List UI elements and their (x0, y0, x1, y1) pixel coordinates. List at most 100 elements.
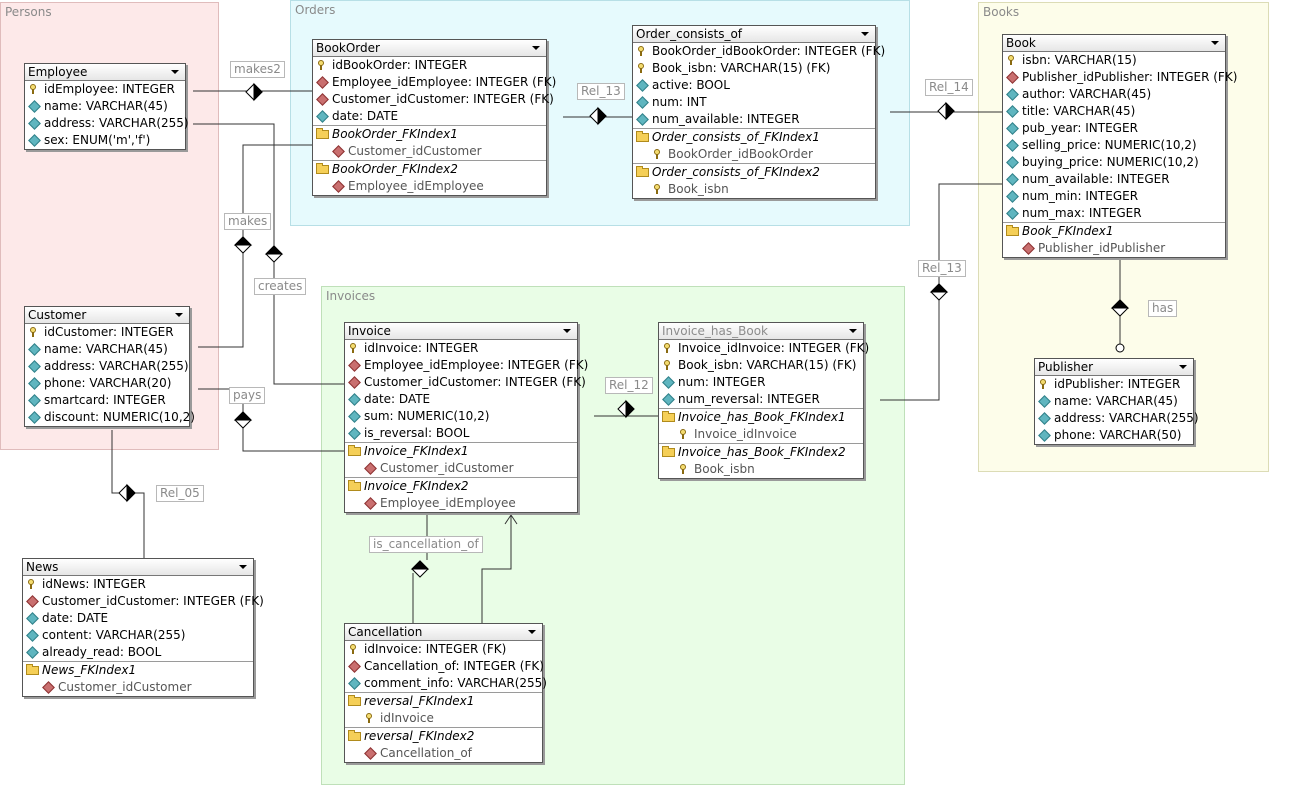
index-column-row[interactable]: Publisher_idPublisher (1003, 240, 1225, 257)
table-header[interactable]: Book (1003, 35, 1225, 52)
column-row[interactable]: sum: NUMERIC(10,2) (345, 408, 577, 425)
column-row[interactable]: idInvoice: INTEGER (345, 340, 577, 357)
column-row[interactable]: num: INTEGER (659, 374, 863, 391)
chevron-down-icon[interactable] (1179, 365, 1187, 369)
column-row[interactable]: author: VARCHAR(45) (1003, 86, 1225, 103)
index-row[interactable]: reversal_FKIndex1 (345, 692, 542, 710)
table-header[interactable]: Invoice_has_Book (659, 323, 863, 340)
index-column-row[interactable]: Customer_idCustomer (23, 679, 253, 696)
index-row[interactable]: Order_consists_of_FKIndex1 (633, 128, 875, 146)
column-row[interactable]: idBookOrder: INTEGER (313, 57, 546, 74)
column-row[interactable]: phone: VARCHAR(20) (25, 375, 189, 392)
column-row[interactable]: Customer_idCustomer: INTEGER (FK) (313, 91, 554, 108)
index-row[interactable]: Order_consists_of_FKIndex2 (633, 163, 875, 181)
column-row[interactable]: phone: VARCHAR(50) (1035, 427, 1193, 444)
column-row[interactable]: num_available: INTEGER (633, 111, 875, 128)
column-row[interactable]: num_min: INTEGER (1003, 188, 1225, 205)
index-row[interactable]: Invoice_has_Book_FKIndex2 (659, 443, 863, 461)
index-row[interactable]: BookOrder_FKIndex1 (313, 125, 546, 143)
index-row[interactable]: reversal_FKIndex2 (345, 727, 542, 745)
index-row[interactable]: Invoice_FKIndex1 (345, 442, 577, 460)
index-column-row[interactable]: Cancellation_of (345, 745, 542, 762)
index-column-row[interactable]: Book_isbn (633, 181, 875, 198)
table-header[interactable]: Publisher (1035, 359, 1193, 376)
table-header[interactable]: BookOrder (313, 40, 546, 57)
column-row[interactable]: Book_isbn: VARCHAR(15) (FK) (633, 60, 875, 77)
table-header[interactable]: Cancellation (345, 624, 542, 641)
column-row[interactable]: idNews: INTEGER (23, 576, 253, 593)
column-row[interactable]: idInvoice: INTEGER (FK) (345, 641, 542, 658)
column-row[interactable]: discount: NUMERIC(10,2) (25, 409, 195, 426)
column-row[interactable]: BookOrder_idBookOrder: INTEGER (FK) (633, 43, 885, 60)
column-row[interactable]: idPublisher: INTEGER (1035, 376, 1193, 393)
chevron-down-icon[interactable] (528, 630, 536, 634)
column-row[interactable]: pub_year: INTEGER (1003, 120, 1225, 137)
column-row[interactable]: Customer_idCustomer: INTEGER (FK) (23, 593, 264, 610)
column-row[interactable]: Publisher_idPublisher: INTEGER (FK) (1003, 69, 1237, 86)
column-row[interactable]: Customer_idCustomer: INTEGER (FK) (345, 374, 586, 391)
column-row[interactable]: num_available: INTEGER (1003, 171, 1225, 188)
column-row[interactable]: name: VARCHAR(45) (1035, 393, 1193, 410)
chevron-down-icon[interactable] (1211, 41, 1219, 45)
column-row[interactable]: date: DATE (23, 610, 253, 627)
column-row[interactable]: active: BOOL (633, 77, 875, 94)
column-row[interactable]: content: VARCHAR(255) (23, 627, 253, 644)
chevron-down-icon[interactable] (175, 313, 183, 317)
column-row[interactable]: idEmployee: INTEGER (25, 81, 185, 98)
table-header[interactable]: Order_consists_of (633, 26, 875, 43)
column-row[interactable]: name: VARCHAR(45) (25, 341, 189, 358)
column-row[interactable]: address: VARCHAR(255) (1035, 410, 1199, 427)
table-header[interactable]: Invoice (345, 323, 577, 340)
index-column-row[interactable]: BookOrder_idBookOrder (633, 146, 875, 163)
index-column-row[interactable]: Employee_idEmployee (313, 178, 546, 195)
column-row[interactable]: buying_price: NUMERIC(10,2) (1003, 154, 1225, 171)
index-row[interactable]: News_FKIndex1 (23, 661, 253, 679)
column-row[interactable]: Employee_idEmployee: INTEGER (FK) (313, 74, 556, 91)
column-row[interactable]: is_reversal: BOOL (345, 425, 577, 442)
column-row[interactable]: date: DATE (345, 391, 577, 408)
column-row[interactable]: address: VARCHAR(255) (25, 358, 189, 375)
index-column-row[interactable]: Book_isbn (659, 461, 863, 478)
column-row[interactable]: selling_price: NUMERIC(10,2) (1003, 137, 1225, 154)
column-row[interactable]: sex: ENUM('m','f') (25, 132, 185, 149)
table-header[interactable]: News (23, 559, 253, 576)
index-row[interactable]: Invoice_has_Book_FKIndex1 (659, 408, 863, 426)
index-row[interactable]: Book_FKIndex1 (1003, 222, 1225, 240)
chevron-down-icon[interactable] (171, 70, 179, 74)
index-column-row[interactable]: Customer_idCustomer (345, 460, 577, 477)
column-row[interactable]: Cancellation_of: INTEGER (FK) (345, 658, 544, 675)
index-column-row[interactable]: Employee_idEmployee (345, 495, 577, 512)
column-row[interactable]: isbn: VARCHAR(15) (1003, 52, 1225, 69)
table-header[interactable]: Customer (25, 307, 189, 324)
column-row[interactable]: date: DATE (313, 108, 546, 125)
chevron-down-icon[interactable] (532, 46, 540, 50)
chevron-down-icon[interactable] (563, 329, 571, 333)
column-row[interactable]: title: VARCHAR(45) (1003, 103, 1225, 120)
index-row[interactable]: Invoice_FKIndex2 (345, 477, 577, 495)
column-row[interactable]: smartcard: INTEGER (25, 392, 189, 409)
chevron-down-icon[interactable] (849, 329, 857, 333)
column-row[interactable]: address: VARCHAR(255) (25, 115, 189, 132)
column-row[interactable]: already_read: BOOL (23, 644, 253, 661)
column-row[interactable]: idCustomer: INTEGER (25, 324, 189, 341)
column-row[interactable]: name: VARCHAR(45) (25, 98, 185, 115)
column-row[interactable]: comment_info: VARCHAR(255) (345, 675, 547, 692)
index-column-row[interactable]: idInvoice (345, 710, 542, 727)
column-row[interactable]: num_max: INTEGER (1003, 205, 1225, 222)
column-row[interactable]: Book_isbn: VARCHAR(15) (FK) (659, 357, 863, 374)
chevron-down-icon[interactable] (861, 32, 869, 36)
index-column-row[interactable]: Invoice_idInvoice (659, 426, 863, 443)
column-row[interactable]: Invoice_idInvoice: INTEGER (FK) (659, 340, 869, 357)
index-row[interactable]: BookOrder_FKIndex2 (313, 160, 546, 178)
index-column-row[interactable]: Customer_idCustomer (313, 143, 546, 160)
